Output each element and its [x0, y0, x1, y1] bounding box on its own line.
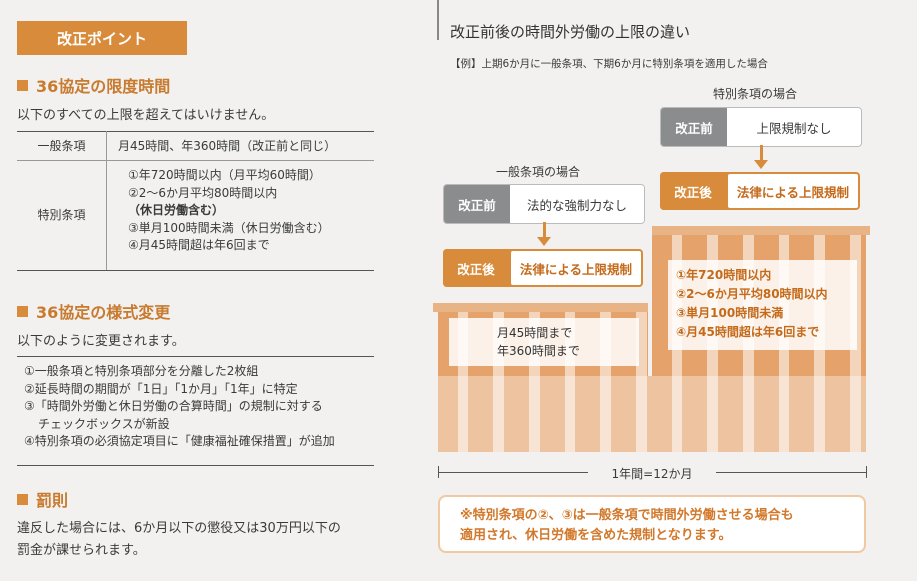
- list-item: ①年720時間以内: [676, 268, 772, 282]
- list-item: （休日労働含む）: [128, 203, 225, 217]
- before-label: 改正前: [661, 108, 727, 146]
- table-row1-label: 一般条項: [37, 139, 86, 153]
- section-title-limit-hours: 36協定の限度時間: [17, 73, 170, 97]
- general-after-box: 改正後 法律による上限規制: [443, 249, 643, 287]
- penalty-desc: 違反した場合には、6か月以下の懲役又は30万円以下の 罰金が課せられます。: [17, 518, 341, 562]
- general-limit-line: 月45時間まで: [497, 326, 573, 340]
- section-title-text: 罰則: [36, 491, 69, 510]
- year-label: 1年間=12か月: [611, 467, 693, 481]
- special-after-value: 法律による上限規制: [728, 174, 858, 208]
- before-label: 改正前: [444, 185, 510, 223]
- title-accent-bar: [437, 0, 439, 40]
- axis-line-left: [438, 472, 588, 473]
- general-after-value: 法律による上限規制: [511, 251, 641, 285]
- arrow-line: [543, 222, 546, 238]
- month-stripe: [635, 312, 647, 452]
- list-item: ③単月100時間未満: [676, 306, 784, 320]
- special-limit-list: ①年720時間以内 ②2～6か月平均80時間以内 ③単月100時間未満 ④月45…: [676, 266, 828, 342]
- table-bottom-rule: [17, 270, 374, 271]
- penalty-line: 違反した場合には、6か月以下の懲役又は30万円以下の: [17, 521, 341, 536]
- table-row1-value: 月45時間、年360時間（改正前と同じ）: [118, 139, 337, 153]
- general-before-box: 改正前 法的な強制力なし: [443, 184, 645, 224]
- list-item: ④特別条項の必須協定項目に「健康福祉確保措置」が追加: [24, 434, 335, 448]
- list-item: チェックボックスが新設: [38, 416, 170, 431]
- list-item: ②延長時間の期間が「1日」「1か月」「1年」に特定: [24, 381, 298, 396]
- arrow-down-icon: [537, 237, 551, 246]
- general-cap: [433, 303, 648, 312]
- month-stripe: [564, 312, 576, 452]
- section-title-text: 36協定の限度時間: [36, 77, 171, 96]
- list-item: ④月45時間超は年6回まで: [676, 325, 820, 339]
- table-row2-label: 特別条項: [37, 208, 86, 222]
- special-before-box: 改正前 上限規制なし: [660, 107, 862, 147]
- table-top-rule: [17, 131, 374, 132]
- list-item: ④月45時間超は年6回まで: [128, 238, 270, 252]
- month-stripe: [493, 312, 504, 452]
- table-col-divider: [106, 131, 107, 270]
- section-title-form-change: 36協定の様式変更: [17, 299, 170, 323]
- general-before-value: 法的な強制力なし: [510, 185, 644, 223]
- general-limit-text: 月45時間まで 年360時間まで: [497, 324, 580, 360]
- special-case-label: 特別条項の場合: [713, 87, 798, 101]
- section-desc: 以下のように変更されます。: [17, 334, 185, 349]
- special-after-box: 改正後 法律による上限規制: [660, 172, 860, 210]
- table-mid-rule: [17, 160, 374, 161]
- list-item: ①年720時間以内（月平均60時間）: [128, 168, 321, 182]
- list-item: ①一般条項と特別条項部分を分離した2枚組: [24, 364, 259, 378]
- note-box: ※特別条項の②、③は一般条項で時間外労働させる場合も 適用され、休日労働を含めた…: [438, 495, 866, 553]
- general-case-label: 一般条項の場合: [496, 165, 581, 179]
- list-item: ③「時間外労働と休日労働の合算時間」の規制に対する: [24, 399, 323, 413]
- badge-kaisei-point: 改正ポイント: [17, 21, 187, 55]
- note-line: 適用され、休日労働を含めた規制となります。: [460, 528, 732, 543]
- penalty-line: 罰金が課せられます。: [17, 543, 146, 558]
- square-bullet-icon: [17, 305, 28, 317]
- special-cap: [652, 226, 870, 235]
- special-limit-box: [668, 260, 857, 350]
- general-limit-line: 年360時間まで: [497, 344, 580, 358]
- baseline-band: [438, 376, 866, 452]
- month-stripe: [528, 312, 540, 452]
- special-before-value: 上限規制なし: [727, 108, 861, 146]
- after-label: 改正後: [443, 249, 509, 287]
- right-title: 改正前後の時間外労働の上限の違い: [450, 23, 691, 41]
- arrow-line: [760, 145, 763, 161]
- section-title-penalty: 罰則: [17, 487, 68, 511]
- month-stripe: [457, 312, 469, 452]
- section-title-text: 36協定の様式変更: [36, 303, 171, 322]
- axis-line-right: [716, 472, 866, 473]
- axis-tick-right: [866, 466, 867, 478]
- section-desc: 以下のすべての上限を超えてはいけません。: [17, 108, 275, 123]
- example-caption: 【例】上期6か月に一般条項、下期6か月に特別条項を適用した場合: [450, 58, 768, 70]
- list-item: ③単月100時間未満（休日労働含む）: [128, 220, 330, 235]
- square-bullet-icon: [17, 79, 28, 91]
- list-top-rule: [17, 356, 374, 357]
- square-bullet-icon: [17, 493, 28, 505]
- note-line: ※特別条項の②、③は一般条項で時間外労働させる場合も: [460, 508, 794, 523]
- general-limit-box: [449, 318, 639, 366]
- form-change-list: ①一般条項と特別条項部分を分離した2枚組 ②延長時間の期間が「1日」「1か月」「…: [24, 363, 335, 451]
- list-bottom-rule: [17, 465, 374, 466]
- after-label: 改正後: [660, 172, 726, 210]
- table-row2-items: ①年720時間以内（月平均60時間） ②2～6か月平均80時間以内 （休日労働含…: [128, 167, 330, 255]
- month-stripe: [600, 312, 611, 452]
- arrow-down-icon: [754, 160, 768, 169]
- list-item: ②2～6か月平均80時間以内: [676, 287, 828, 301]
- list-item: ②2～6か月平均80時間以内: [128, 185, 278, 200]
